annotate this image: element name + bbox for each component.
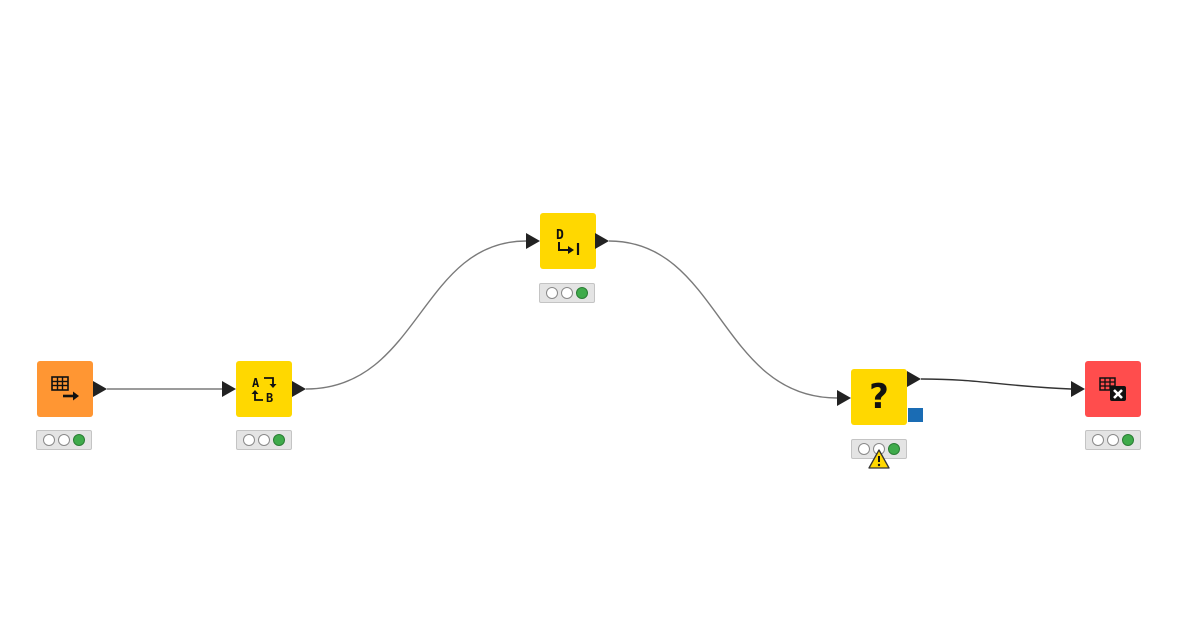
status-traffic-light xyxy=(1085,430,1141,450)
connection-double-to-int-to-missing-node[interactable] xyxy=(608,240,838,399)
connection-column-rename-to-double-to-int[interactable] xyxy=(305,240,527,390)
connection-missing-node-to-table-delete[interactable] xyxy=(920,378,1072,390)
status-traffic-light xyxy=(539,283,595,303)
question-mark-icon: ? xyxy=(869,377,889,417)
output-port[interactable] xyxy=(93,381,107,397)
input-port-arrow[interactable] xyxy=(526,233,540,249)
status-light-red-off xyxy=(858,443,870,455)
node-column-rename[interactable]: A B xyxy=(236,361,292,417)
table-x-icon xyxy=(1099,377,1126,401)
d-to-i-icon: D xyxy=(556,228,580,255)
svg-text:B: B xyxy=(266,391,273,405)
input-port-arrow[interactable] xyxy=(1071,381,1085,397)
status-light-green-on xyxy=(888,443,900,455)
status-light-green-on xyxy=(73,434,85,446)
output-port[interactable] xyxy=(907,371,921,387)
output-port[interactable] xyxy=(595,233,609,249)
node-table-creator[interactable] xyxy=(37,361,93,417)
status-traffic-light xyxy=(36,430,92,450)
input-port-arrow[interactable] xyxy=(222,381,236,397)
svg-text:A: A xyxy=(252,376,260,390)
input-port-arrow[interactable] xyxy=(837,390,851,406)
status-light-yellow-off xyxy=(1107,434,1119,446)
rename-ab-icon: A B xyxy=(251,376,277,405)
status-traffic-light xyxy=(236,430,292,450)
status-light-yellow-off xyxy=(258,434,270,446)
status-light-green-on xyxy=(1122,434,1134,446)
status-light-yellow-off xyxy=(561,287,573,299)
status-light-red-off xyxy=(243,434,255,446)
status-light-red-off xyxy=(546,287,558,299)
node-table-delete[interactable] xyxy=(1085,361,1141,417)
status-light-yellow-off xyxy=(58,434,70,446)
status-light-red-off xyxy=(43,434,55,446)
warning-icon[interactable] xyxy=(868,449,890,469)
svg-text:D: D xyxy=(556,228,564,243)
output-port[interactable] xyxy=(292,381,306,397)
node-double-to-int[interactable]: D xyxy=(540,213,596,269)
node-missing[interactable]: ? xyxy=(851,369,907,425)
status-light-green-on xyxy=(576,287,588,299)
status-traffic-light xyxy=(851,439,907,459)
table-arrow-icon xyxy=(51,376,79,401)
flow-variable-port[interactable] xyxy=(908,408,923,422)
status-light-green-on xyxy=(273,434,285,446)
status-light-red-off xyxy=(1092,434,1104,446)
